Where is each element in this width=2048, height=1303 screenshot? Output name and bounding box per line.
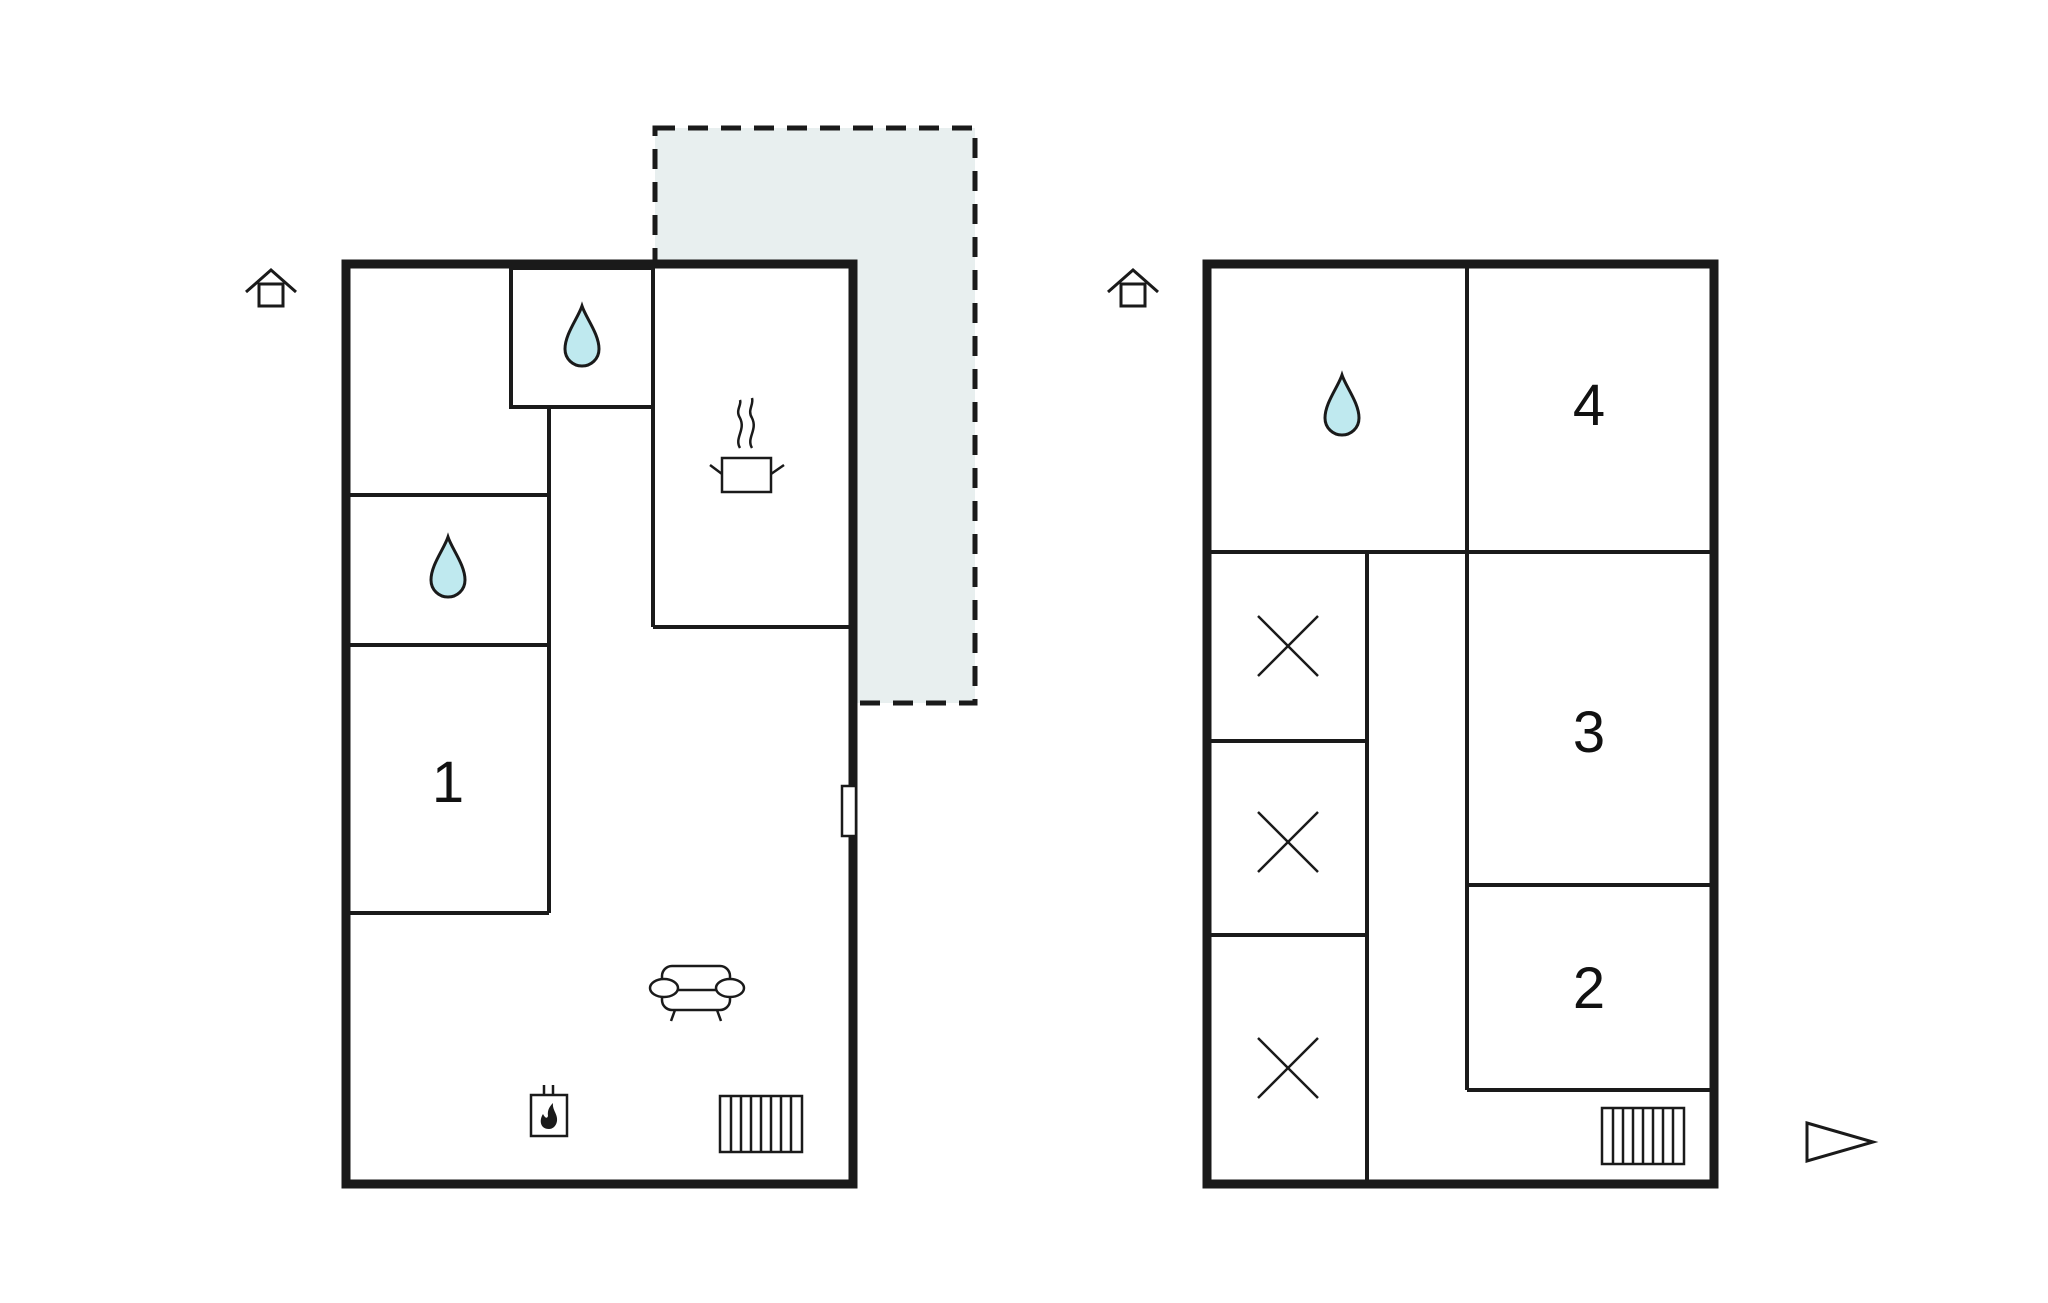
water-drop-icon bbox=[429, 535, 467, 599]
ground-floor-plan: 1 bbox=[244, 125, 978, 1189]
upper-floor-interior-walls bbox=[1211, 268, 1710, 1180]
room-label-3: 3 bbox=[1573, 700, 1605, 765]
sofa-icon bbox=[648, 964, 746, 1022]
void-cross-icon bbox=[1256, 614, 1320, 678]
terrace-outline bbox=[652, 125, 978, 706]
floor-level-icon bbox=[244, 268, 298, 308]
radiator-icon bbox=[1600, 1106, 1686, 1166]
upper-floor-outer-wall bbox=[1202, 259, 1719, 1189]
room-label-4: 4 bbox=[1573, 373, 1605, 438]
cooking-pot-icon bbox=[709, 397, 785, 494]
room-label-1: 1 bbox=[432, 750, 464, 815]
ground-floor-outer-wall bbox=[341, 259, 858, 1189]
void-cross-icon bbox=[1256, 810, 1320, 874]
fireplace-icon bbox=[529, 1085, 569, 1138]
north-arrow-icon bbox=[1805, 1121, 1879, 1163]
floor-level-icon bbox=[1106, 268, 1160, 308]
ground-floor-interior-walls bbox=[350, 266, 849, 915]
void-cross-icon bbox=[1256, 1036, 1320, 1100]
room-label-2: 2 bbox=[1573, 956, 1605, 1021]
radiator-icon bbox=[718, 1094, 804, 1154]
water-drop-icon bbox=[563, 304, 601, 368]
door-icon bbox=[840, 784, 858, 838]
upper-floor-plan: 4 3 2 bbox=[1106, 259, 1719, 1189]
water-drop-icon bbox=[1323, 373, 1361, 437]
